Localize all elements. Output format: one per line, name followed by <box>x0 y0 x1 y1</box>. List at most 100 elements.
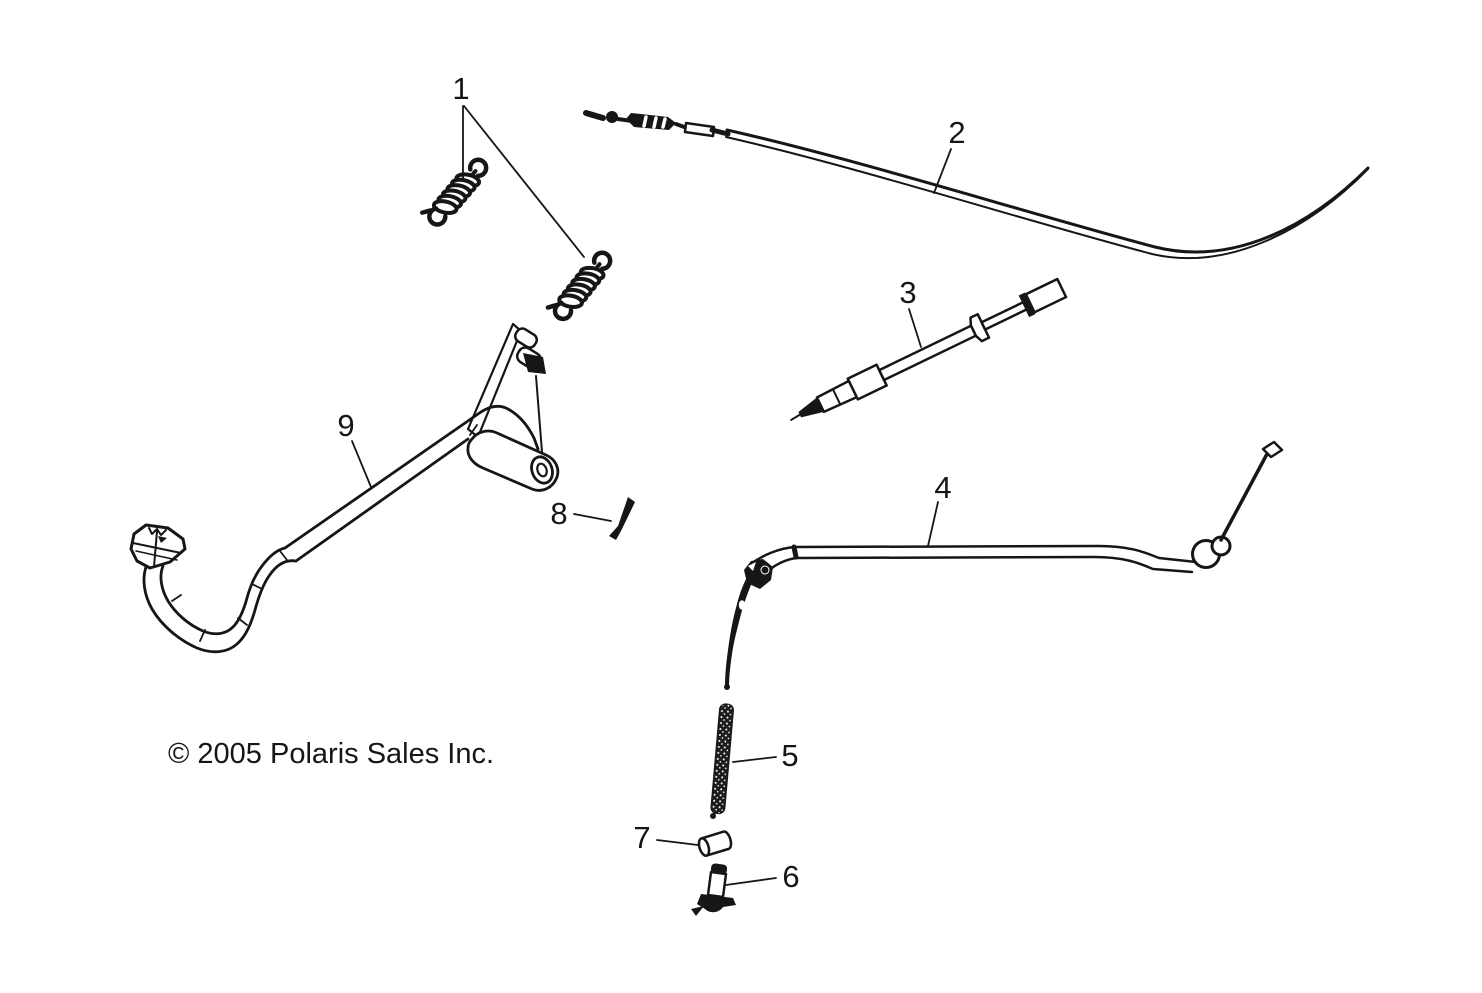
cable-end-curve <box>725 577 753 686</box>
spring-upper <box>420 157 489 227</box>
adjuster-threaded-shaft <box>980 300 1029 331</box>
spring-top-hook <box>591 250 613 272</box>
spring-top-hook <box>467 157 489 179</box>
callout-label-4: 4 <box>934 470 951 505</box>
boss-hole-inner <box>536 462 548 478</box>
pedal-tube-outer-curve <box>142 559 298 654</box>
leader-line <box>463 105 585 258</box>
cable-sleeve <box>683 121 716 138</box>
pedal-tube-bottom-edge <box>294 437 470 563</box>
tube-seam <box>251 583 263 590</box>
spring-hook-tail <box>545 302 559 310</box>
pad-divider <box>153 530 158 568</box>
adjuster-tip <box>790 413 802 421</box>
callout-label-9: 9 <box>337 408 354 443</box>
pedal-tube-top-edge <box>283 404 540 550</box>
callout-8: 8 <box>550 496 612 531</box>
brake-rod-assembly <box>724 440 1284 690</box>
callout-label-8: 8 <box>550 496 567 531</box>
callout-label-6: 6 <box>782 859 799 894</box>
leader-line <box>573 513 612 522</box>
leader-line <box>908 308 922 348</box>
adjuster-flange <box>969 312 991 343</box>
cable-end-tip <box>583 110 606 121</box>
brake-cable <box>583 110 1370 259</box>
flanged-stud <box>691 863 736 916</box>
leader-line <box>351 440 372 488</box>
clevis-pin-head <box>523 353 546 374</box>
brake-pedal <box>129 322 560 654</box>
callout-label-7: 7 <box>633 820 650 855</box>
barrel-slot <box>652 116 658 129</box>
rod-top-edge <box>793 544 1198 564</box>
stud-body <box>706 870 728 899</box>
cable-adjuster-barrel <box>626 113 676 130</box>
callout-7: 7 <box>633 820 699 855</box>
cable-ferrule <box>709 127 731 137</box>
cable-end-tip <box>724 684 730 690</box>
conduit-tube <box>710 703 734 819</box>
callout-label-3: 3 <box>899 275 916 310</box>
conduit-end-dot <box>710 813 716 819</box>
spacer-sleeve <box>697 830 733 857</box>
sleeve-open-end <box>697 837 711 857</box>
callout-4: 4 <box>927 470 952 547</box>
callout-1: 1 <box>452 71 585 258</box>
pad-wedge <box>158 536 167 543</box>
cotter-pin <box>609 497 635 540</box>
adjuster-shaft <box>877 324 978 382</box>
tube-seam <box>171 594 182 602</box>
rod-band <box>791 544 799 560</box>
barrel-slot <box>642 115 648 128</box>
barrel-slot <box>661 117 667 129</box>
tube-seam <box>199 629 206 642</box>
clevis-cylinder <box>513 327 539 349</box>
stud-flange-tail <box>691 906 704 916</box>
callout-5: 5 <box>732 738 799 773</box>
pad-band <box>135 550 178 561</box>
cable-adjuster-rod <box>790 277 1068 421</box>
rod-bottom-edge <box>795 555 1194 574</box>
tube-seam <box>237 617 248 626</box>
pad-serration <box>148 527 167 536</box>
spring-coil <box>557 293 584 309</box>
callout-label-1: 1 <box>452 71 469 106</box>
stud-flange <box>697 894 736 913</box>
pin-body <box>609 497 635 540</box>
cable-ball-end <box>606 111 618 123</box>
clevis-hole <box>760 565 770 575</box>
callout-3: 3 <box>899 275 922 348</box>
callout-2: 2 <box>933 115 966 194</box>
leader-line <box>725 877 777 886</box>
tube-seam <box>279 550 288 561</box>
tube-seam <box>469 424 478 436</box>
leader-line <box>927 501 939 547</box>
pedal-arm <box>466 322 523 439</box>
cable-inner-line <box>725 136 1369 259</box>
conduit-body <box>710 703 734 815</box>
cable-outer-line <box>725 128 1370 254</box>
pedal-tube-inner-curve <box>159 546 287 636</box>
copyright-notice: © 2005 Polaris Sales Inc. <box>168 738 494 770</box>
rod-end-clevis-tip <box>1261 440 1284 459</box>
callout-label-5: 5 <box>781 738 798 773</box>
leader-line <box>732 756 777 763</box>
adjuster-cone <box>798 397 824 418</box>
callout-9: 9 <box>337 408 372 488</box>
callout-6: 6 <box>725 859 800 894</box>
clevis-pin-line <box>535 375 543 453</box>
pedal-foot-pad <box>129 523 187 570</box>
callout-label-2: 2 <box>948 115 965 150</box>
leader-line <box>933 148 952 194</box>
spring-hook-tail <box>420 208 433 215</box>
rod-end-stem <box>1219 452 1269 542</box>
leader-line <box>656 839 699 846</box>
adjuster-cross-flange <box>1018 292 1036 318</box>
adjuster-body-seam <box>831 388 842 406</box>
spring-lower <box>545 250 613 322</box>
adjuster-end-block <box>1024 277 1068 314</box>
cable-end-hole <box>738 600 746 610</box>
pad-band <box>132 542 182 554</box>
